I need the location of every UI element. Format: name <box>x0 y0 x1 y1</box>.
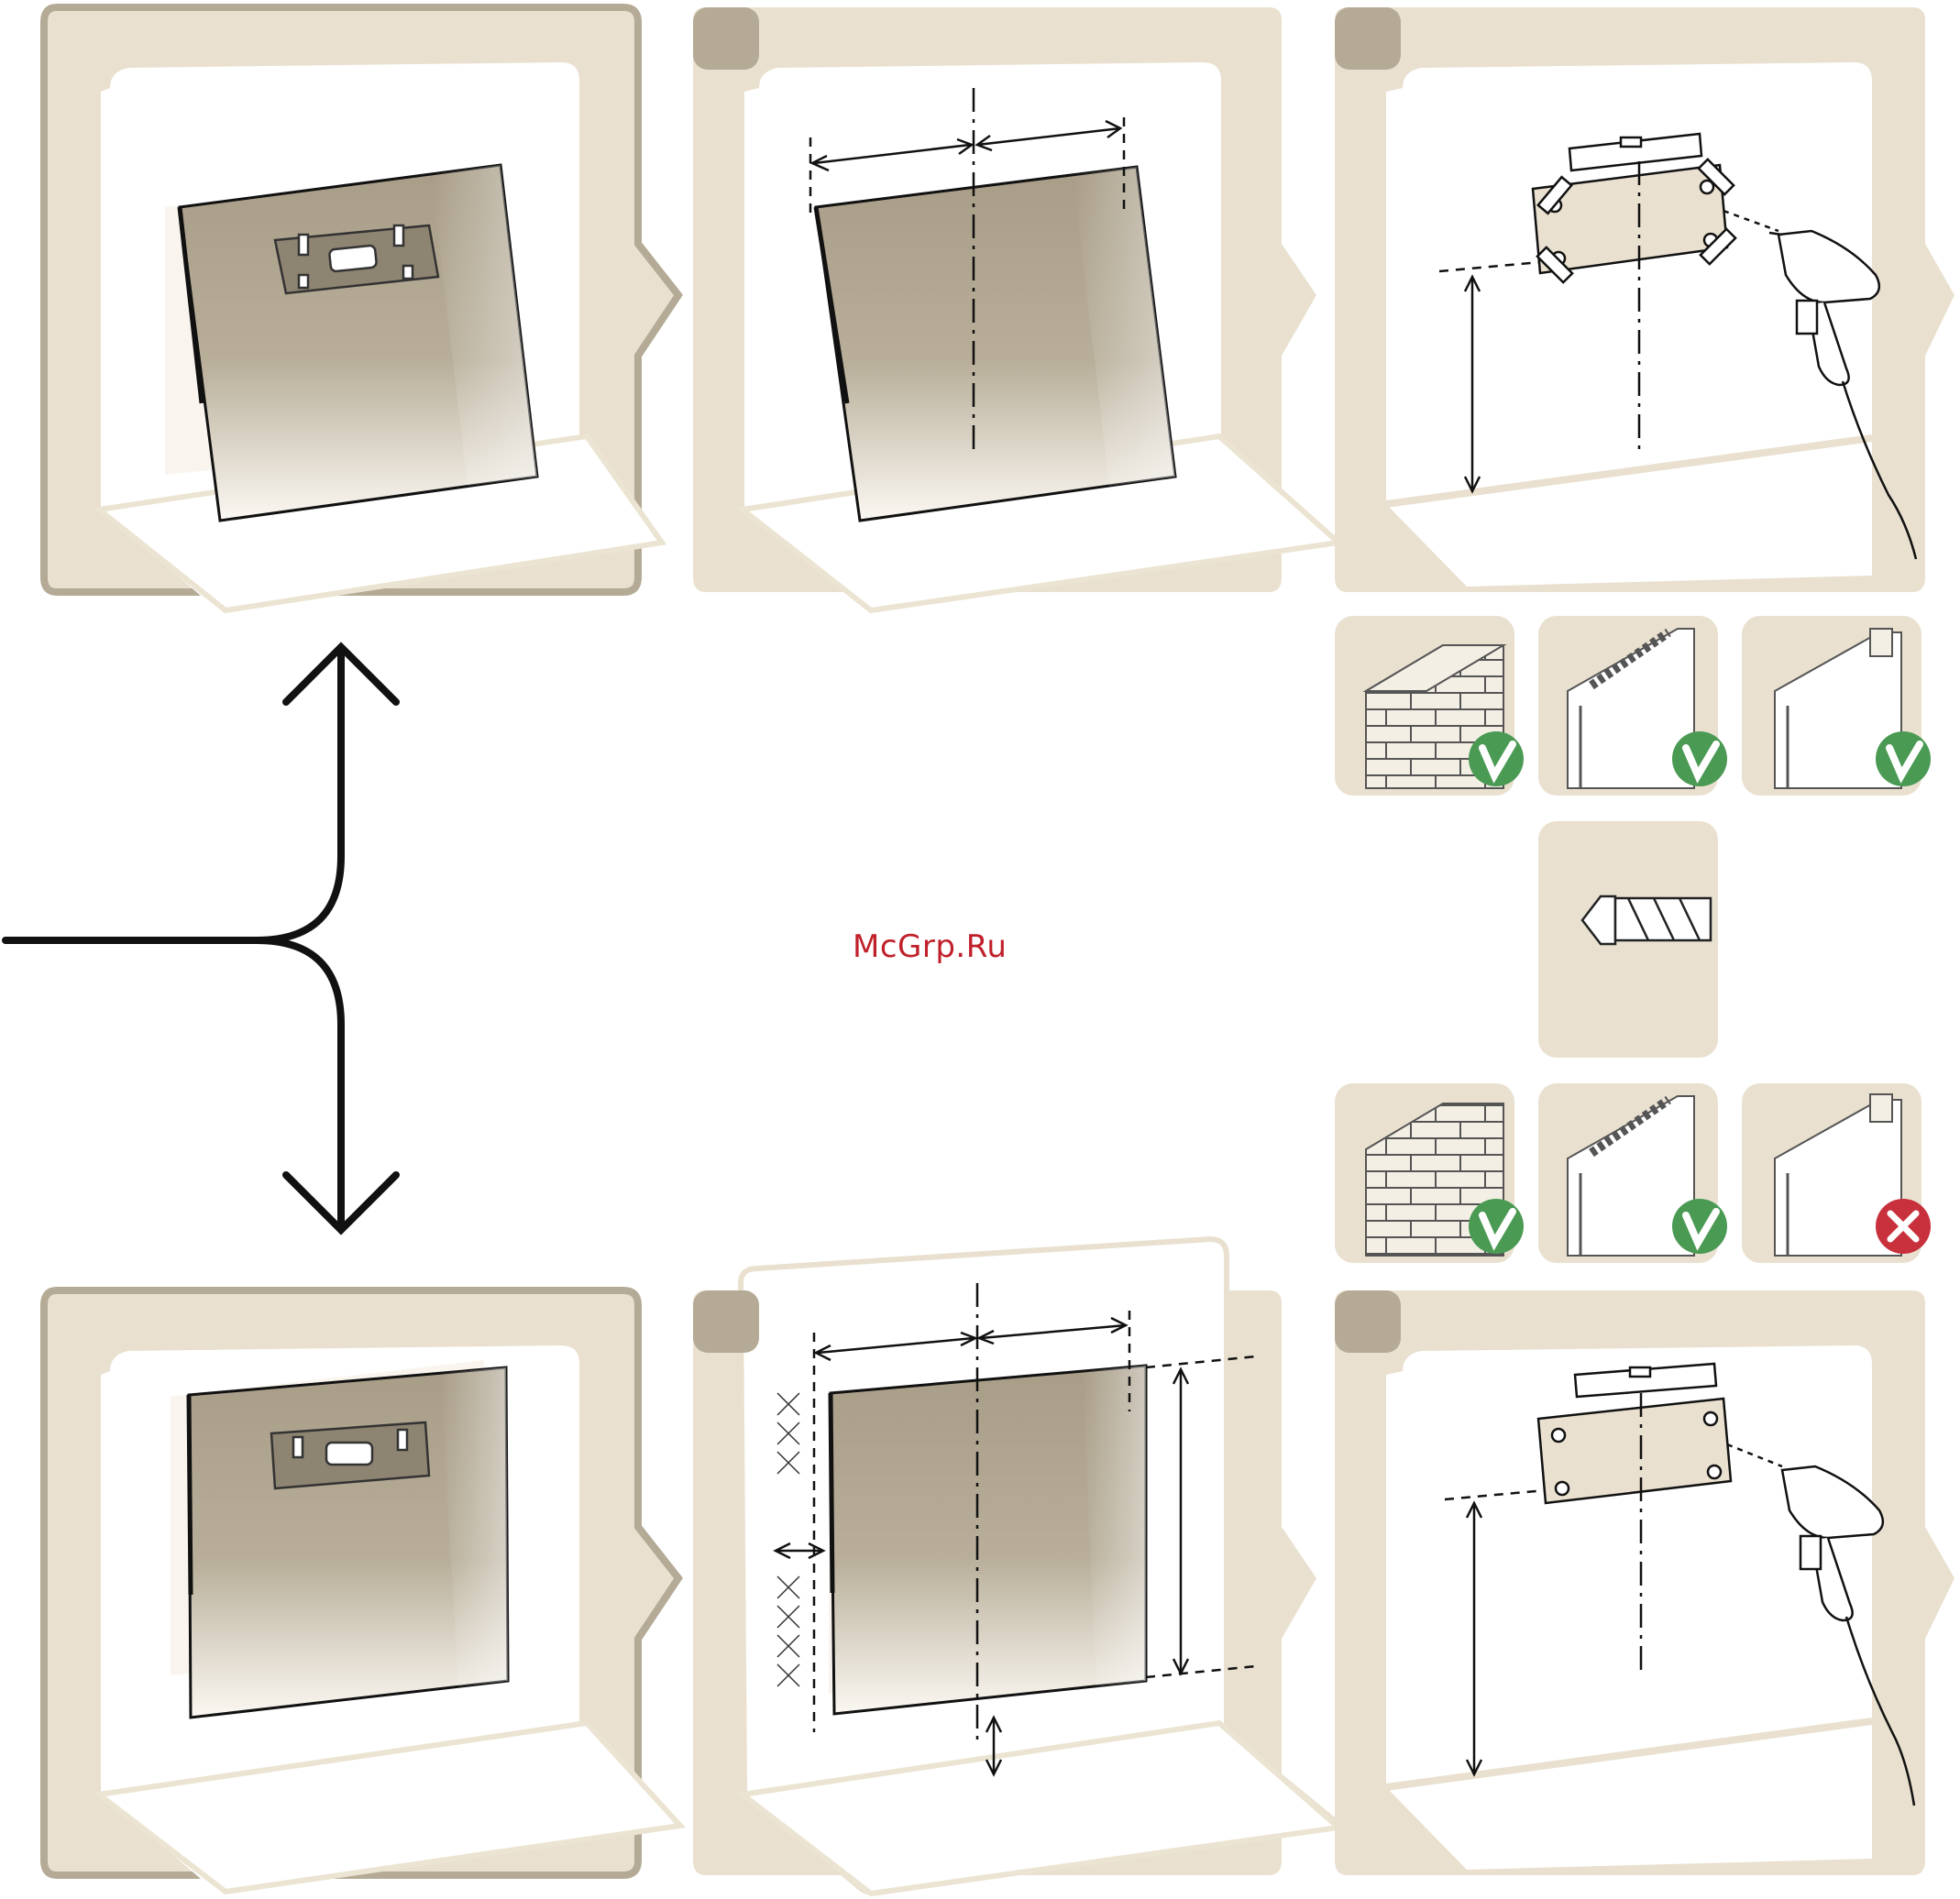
step-panel-3-top <box>1335 7 1954 592</box>
masonry-drill-bit-tile <box>1538 821 1718 1058</box>
wall-type-brick-top <box>1335 616 1524 796</box>
step-badge-2 <box>693 7 759 70</box>
glass-heater <box>165 165 537 521</box>
glass-heater <box>171 1360 508 1718</box>
step-panel-2-top <box>693 7 1338 610</box>
wall-bracket <box>271 1422 429 1488</box>
branch-arrows <box>6 647 396 1230</box>
wall-type-brick-bottom <box>1335 1083 1524 1263</box>
step-badge-3 <box>1335 1290 1401 1353</box>
step-panel-2-bottom <box>693 1239 1338 1894</box>
wall-type-insulated-top <box>1538 616 1727 796</box>
glass-heater <box>816 167 1175 521</box>
step-badge-3 <box>1335 7 1401 70</box>
step-badge-2 <box>693 1290 759 1353</box>
step-panel-1-top <box>44 7 678 610</box>
watermark: McGrp.Ru <box>853 928 1146 965</box>
step-panel-1-bottom <box>44 1290 680 1893</box>
step-panel-3-bottom <box>1335 1290 1954 1875</box>
wall-type-insulated-bottom <box>1538 1083 1727 1263</box>
check-icon <box>1876 731 1931 786</box>
check-icon <box>1469 1199 1524 1254</box>
masonry-drill-bit-icon <box>1582 896 1711 944</box>
wall-type-plasterboard-top <box>1742 616 1931 796</box>
cross-icon <box>1876 1199 1931 1254</box>
wall-type-plasterboard-bottom <box>1742 1083 1931 1263</box>
glass-heater <box>829 1366 1146 1714</box>
check-icon <box>1469 731 1524 786</box>
check-icon <box>1672 1199 1727 1254</box>
check-icon <box>1672 731 1727 786</box>
